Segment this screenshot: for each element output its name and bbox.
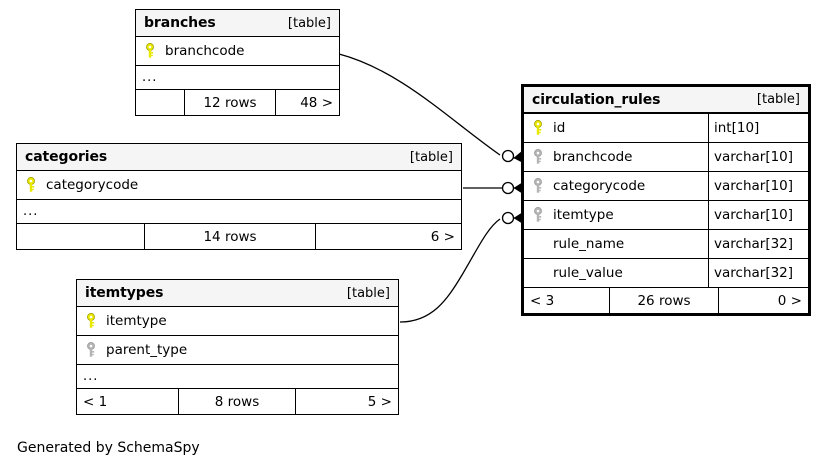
column-type-label: varchar[32] [708,259,808,287]
footer-row-count: 26 rows [609,288,719,313]
primary-key-icon [85,313,97,329]
table-circulation-rules[interactable]: circulation_rules [table] id int[10] [521,84,811,316]
table-circulation-rules-tag: [table] [756,92,800,107]
connector-terminator-itemtype [501,211,523,225]
table-row[interactable]: branchcode [136,37,339,66]
column-type-label: varchar[10] [708,143,808,171]
column-name-label: branchcode [553,149,633,165]
table-branches[interactable]: branches [table] branchcode ... [135,9,340,116]
column-name-label: parent_type [106,342,188,358]
column-name-label: branchcode [165,43,245,59]
footer-children-count: 6 > [430,228,455,245]
table-branches-tag: [table] [287,15,331,31]
column-name-label: categorycode [553,178,646,194]
column-type-label: int[10] [708,114,808,142]
column-id: id [524,120,708,136]
column-branchcode: branchcode [524,149,708,165]
footer-row-count: 8 rows [178,389,296,414]
column-name-label: rule_value [553,265,623,281]
foreign-key-icon [532,178,544,194]
column-rule-name: rule_name [524,236,708,252]
table-branches-footer: 12 rows 48 > [136,90,339,115]
table-row[interactable]: itemtype [77,307,398,336]
foreign-key-icon [532,149,544,165]
table-categories-header: categories [table] [17,144,461,171]
column-type-label: varchar[32] [708,230,808,258]
table-itemtypes-footer: < 1 8 rows 5 > [77,389,398,414]
column-name-label: rule_name [553,236,625,252]
table-itemtypes[interactable]: itemtypes [table] itemtype [76,279,399,415]
table-categories[interactable]: categories [table] categorycode ... [16,143,462,250]
column-name-label: categorycode [46,177,139,193]
table-row[interactable]: id int[10] [524,114,808,143]
column-rule-value: rule_value [524,265,708,281]
column-itemtype: itemtype [524,207,708,223]
footer-parents-count: < 3 [530,292,555,309]
footer-parents-count [17,224,144,249]
column-branchcode: branchcode [136,43,339,59]
primary-key-icon [532,120,544,136]
primary-key-icon [25,177,37,193]
table-row[interactable]: parent_type [77,336,398,365]
footer-parents-count [136,90,184,115]
table-categories-tag: [table] [409,149,453,165]
column-type-label: varchar[10] [708,172,808,200]
table-branches-title: branches [144,15,216,31]
foreign-key-icon [532,207,544,223]
ellipsis-label: ... [83,369,99,384]
footer-children-count: 48 > [300,94,333,111]
ellipsis-label: ... [23,204,39,219]
table-row[interactable]: categorycode varchar[10] [524,172,808,201]
table-itemtypes-header: itemtypes [table] [77,280,398,307]
footer-row-count: 12 rows [184,90,276,115]
footer-parents-count: < 1 [83,393,108,410]
footer-children-count: 0 > [777,292,802,309]
column-categorycode: categorycode [17,177,461,193]
column-name-label: id [553,120,566,136]
table-row[interactable]: categorycode [17,171,461,200]
table-itemtypes-tag: [table] [346,285,390,301]
footer-children-count: 5 > [367,393,392,410]
table-circulation-rules-title: circulation_rules [532,91,661,108]
ellipsis-label: ... [142,70,158,85]
column-parent-type: parent_type [77,342,398,358]
table-ellipsis-row: ... [17,200,461,224]
primary-key-icon [144,43,156,59]
table-categories-footer: 14 rows 6 > [17,224,461,249]
generated-by-caption: Generated by SchemaSpy [17,440,200,456]
column-itemtype: itemtype [77,313,398,329]
table-ellipsis-row: ... [77,365,398,389]
column-categorycode: categorycode [524,178,708,194]
column-type-label: varchar[10] [708,201,808,229]
column-name-label: itemtype [106,313,167,329]
column-name-label: itemtype [553,207,614,223]
table-row[interactable]: itemtype varchar[10] [524,201,808,230]
table-circulation-rules-footer: < 3 26 rows 0 > [524,288,808,313]
table-branches-header: branches [table] [136,10,339,37]
table-categories-title: categories [25,149,108,165]
edge-branches-to-circulation-rules [338,53,501,156]
table-row[interactable]: rule_value varchar[32] [524,259,808,288]
table-row[interactable]: rule_name varchar[32] [524,230,808,259]
table-itemtypes-title: itemtypes [85,285,164,301]
connector-terminator-branchcode [501,149,523,163]
table-row[interactable]: branchcode varchar[10] [524,143,808,172]
foreign-key-icon [85,342,97,358]
connector-terminator-categorycode [501,181,523,195]
footer-row-count: 14 rows [144,224,316,249]
table-ellipsis-row: ... [136,66,339,90]
table-circulation-rules-header: circulation_rules [table] [524,87,808,114]
